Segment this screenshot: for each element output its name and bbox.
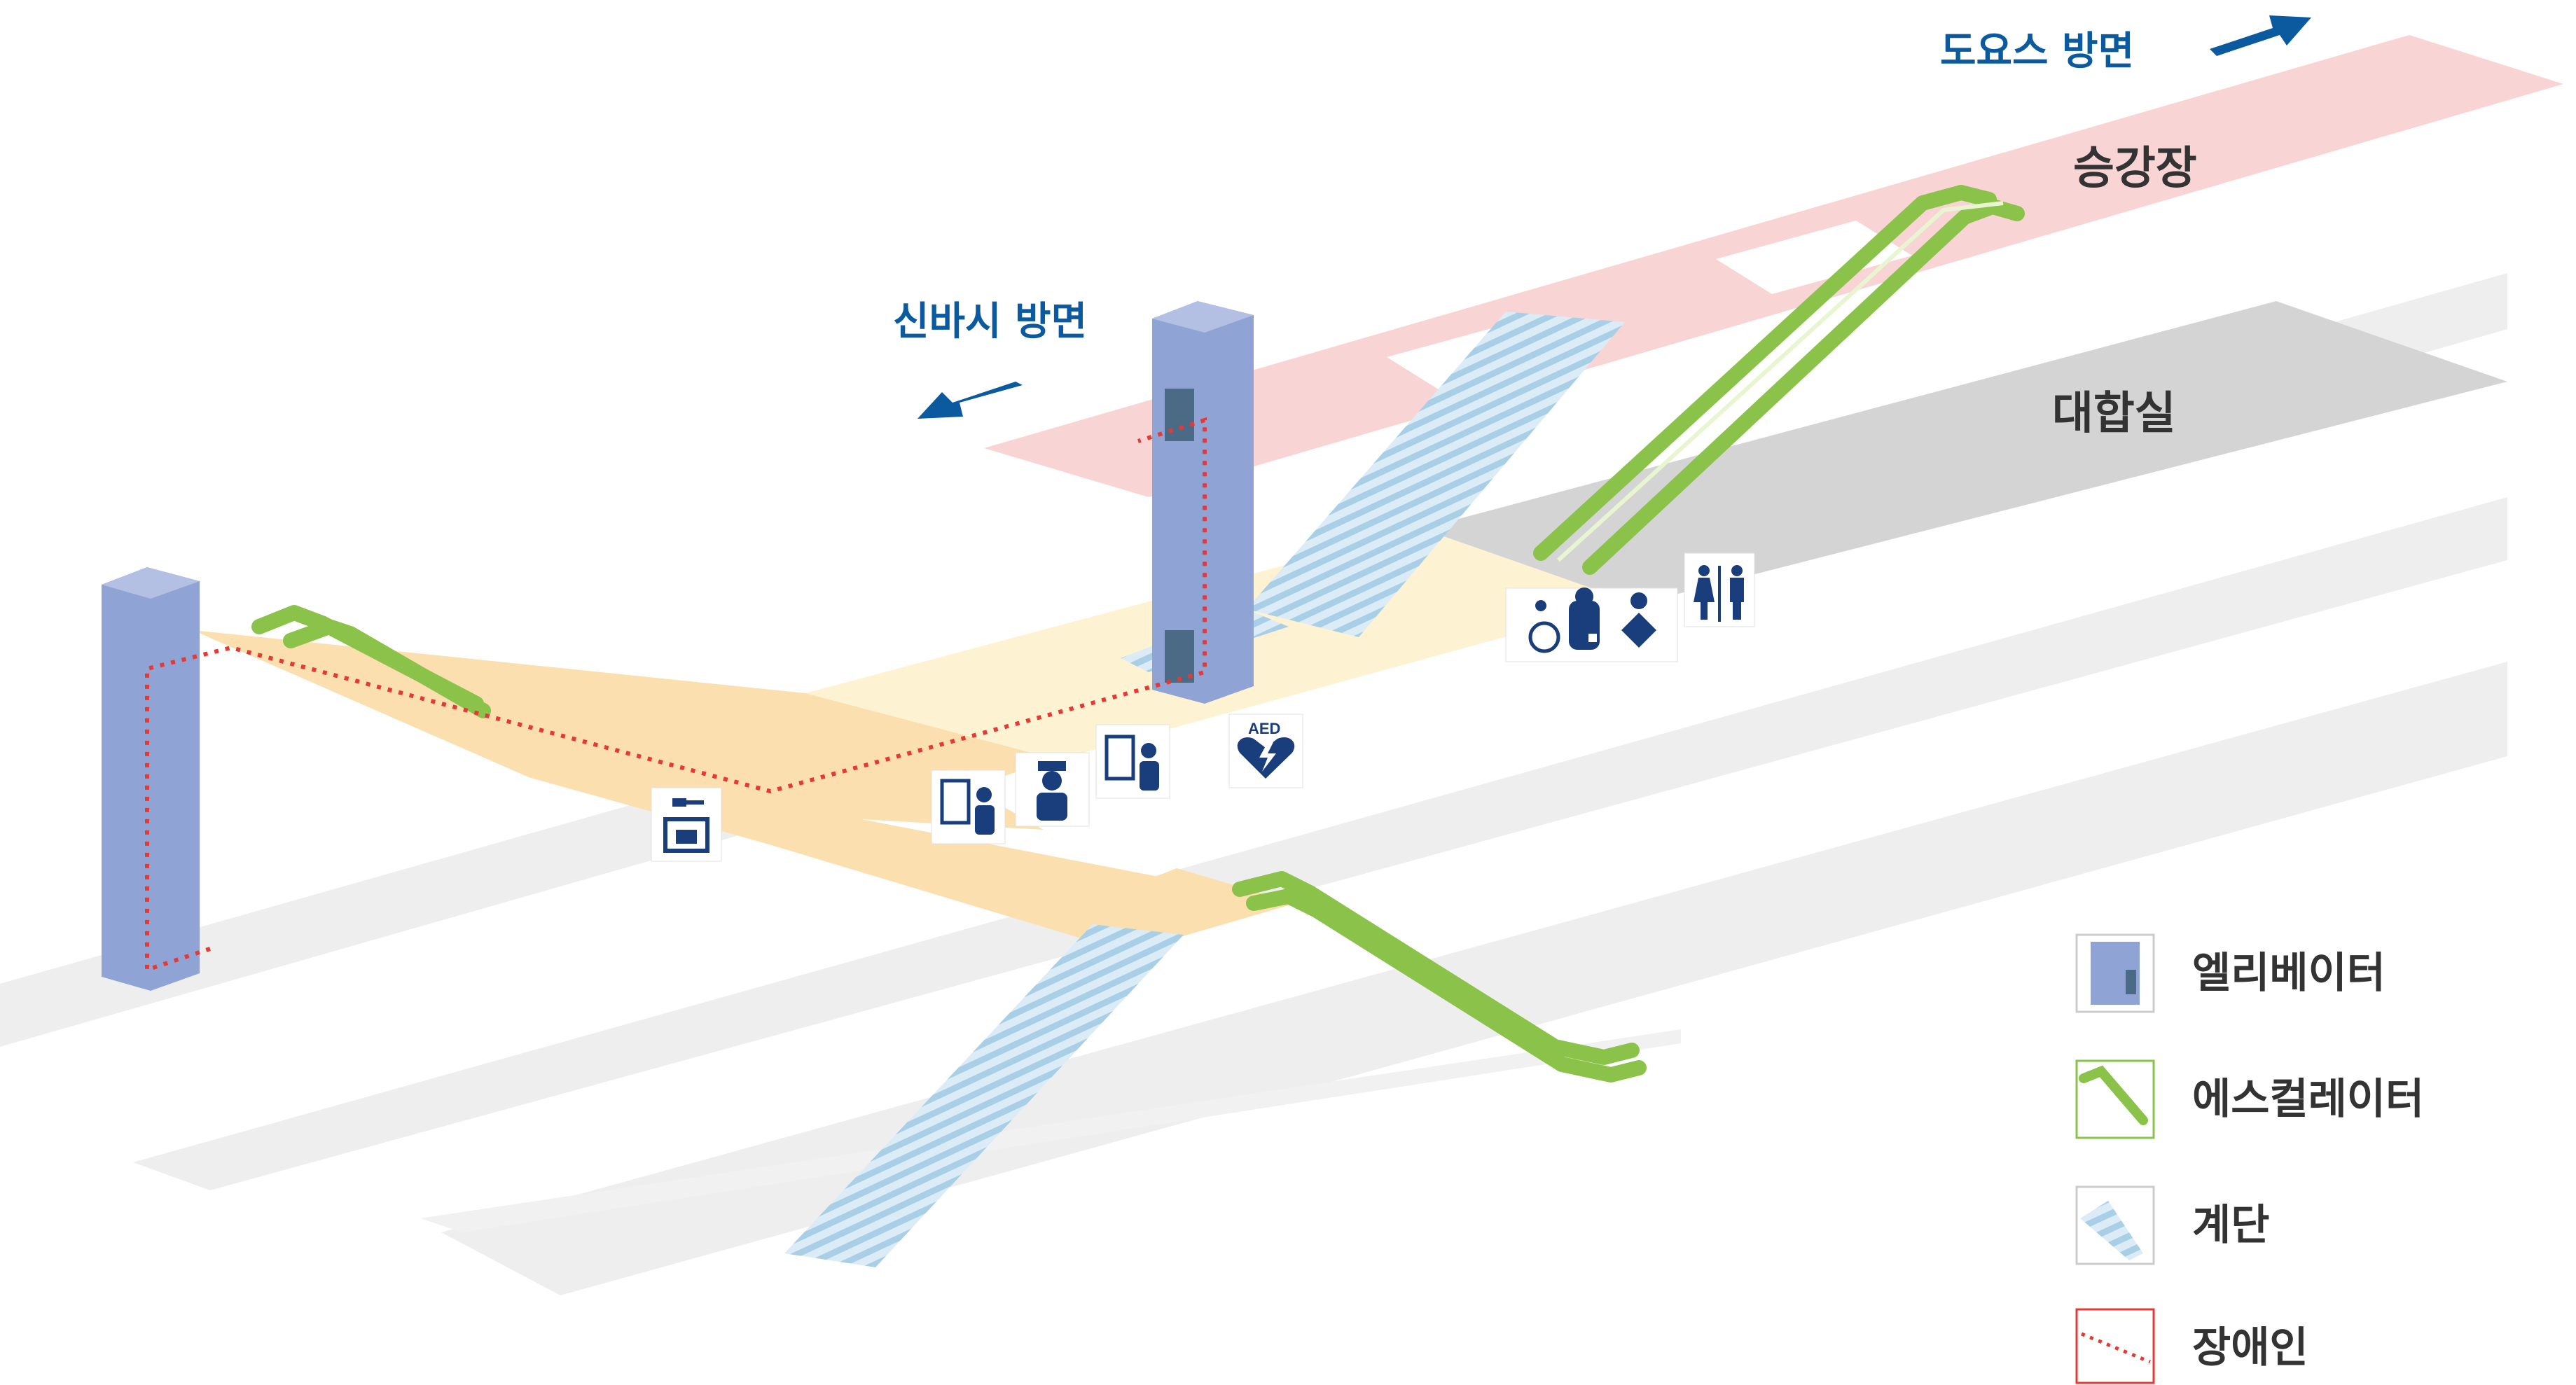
facility-accessible-toilet [1505,587,1678,662]
concourse-label: 대합실 [2052,388,2176,440]
escalators [251,185,2025,1083]
legend-stairs: 계단 [2075,1185,2269,1265]
escalator-highlight [1556,201,2004,562]
female-icon [1698,565,1710,576]
facility-ticket-machine [931,770,1006,844]
svg-text:에스컬레이터: 에스컬레이터 [2192,1075,2424,1124]
elevator-center [1152,301,1254,704]
svg-text:계단: 계단 [2192,1201,2269,1250]
arrow-right-icon [2210,15,2311,56]
concourse-area [1422,301,2507,606]
first-aid-person-icon [1569,601,1600,650]
accessible-route [145,417,1207,973]
svg-text:신바시 방면: 신바시 방면 [893,299,1087,344]
svg-text:장애인: 장애인 [2192,1323,2308,1372]
svg-text:도요스 방면: 도요스 방면 [1940,29,2134,74]
wheelchair-icon [1535,600,1546,611]
svg-text:엘리베이터: 엘리베이터 [2192,949,2385,998]
direction-shinbashi: 신바시 방면 [893,299,1087,419]
facility-ticket-machine-2 [1095,724,1170,799]
svg-text:AED: AED [1248,720,1280,737]
legend: 엘리베이터 에스컬레이터 계단 장애인 [2075,933,2424,1384]
legend-accessible: 장애인 [2075,1308,2308,1384]
legend-escalator: 에스컬레이터 [2075,1059,2424,1139]
facility-aed: AED [1228,714,1303,788]
facility-station-staff [1015,752,1090,827]
elevator-left [102,567,200,991]
arrow-left-icon [917,382,1023,419]
direction-tokyo: 도요스 방면 [1940,15,2311,74]
baby-icon [1630,592,1647,609]
legend-elevator: 엘리베이터 [2075,933,2385,1013]
facility-locker [651,787,722,862]
platform-label: 승강장 [2073,143,2197,195]
facility-restroom [1684,552,1755,627]
male-icon [1731,565,1743,576]
lower-stairs [784,924,1184,1267]
